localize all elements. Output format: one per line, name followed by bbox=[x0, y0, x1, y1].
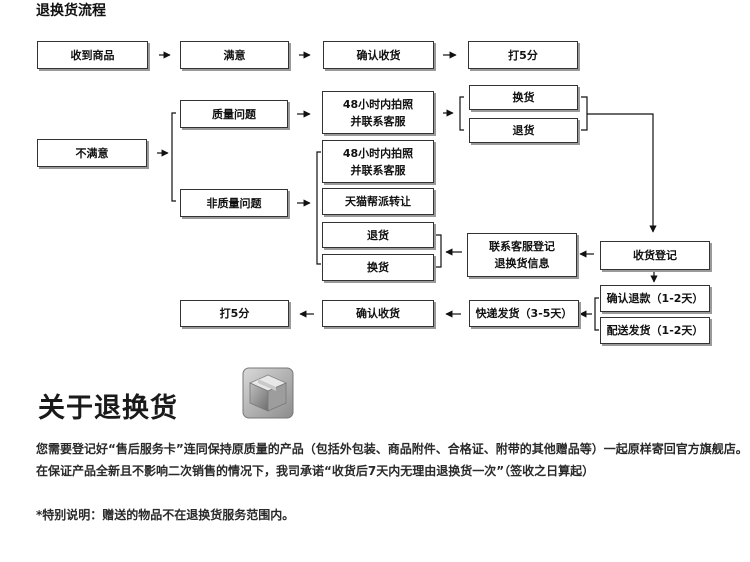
arrow bbox=[587, 113, 657, 233]
about-paragraph: 您需要登记好“售后服务卡”连同保持原质量的产品（包括外包装、商品附件、合格证、附… bbox=[36, 442, 748, 478]
package-box-icon bbox=[240, 365, 296, 425]
bracket bbox=[171, 112, 176, 202]
bracket bbox=[581, 96, 588, 131]
bracket bbox=[435, 234, 442, 268]
satisfied-box: 满意 bbox=[180, 41, 289, 69]
nonquality-issue-box: 非质量问题 bbox=[180, 189, 288, 217]
express-ship-box: 快递发货（3-5天） bbox=[469, 300, 579, 327]
photo-contact-line2: 并联系客服 bbox=[350, 114, 406, 128]
receipt-register-box: 收货登记 bbox=[600, 241, 710, 270]
register-info-line2: 退换货信息 bbox=[494, 257, 550, 270]
return-box: 退货 bbox=[469, 118, 578, 143]
confirm-receipt-box: 确认收货 bbox=[323, 41, 434, 69]
exchange-box: 换货 bbox=[322, 254, 434, 281]
ship-out-box: 配送发货（1-2天） bbox=[600, 317, 710, 344]
confirm-receipt-box: 确认收货 bbox=[322, 300, 434, 327]
tmall-transfer-box: 天猫帮派转让 bbox=[322, 188, 434, 215]
rate-five-box: 打5分 bbox=[468, 41, 578, 69]
bracket bbox=[316, 151, 321, 265]
about-heading: 关于退换货 bbox=[38, 393, 178, 424]
register-info-box: 联系客服登记 退换货信息 bbox=[467, 233, 577, 277]
photo-contact-box: 48小时内拍照 并联系客服 bbox=[322, 91, 434, 134]
exchange-box: 换货 bbox=[469, 85, 578, 110]
special-note: *特别说明：赠送的物品不在退换货服务范围内。 bbox=[36, 508, 295, 522]
confirm-refund-box: 确认退款（1-2天） bbox=[600, 285, 710, 312]
rate-five-box: 打5分 bbox=[180, 300, 289, 327]
photo-contact-line2: 并联系客服 bbox=[350, 163, 406, 177]
quality-issue-box: 质量问题 bbox=[180, 100, 288, 128]
bracket bbox=[594, 297, 599, 331]
unsatisfied-box: 不满意 bbox=[37, 139, 147, 167]
photo-contact-box: 48小时内拍照 并联系客服 bbox=[322, 140, 434, 183]
photo-contact-line1: 48小时内拍照 bbox=[342, 97, 414, 111]
page-title: 退换货流程 bbox=[36, 3, 106, 19]
return-box: 退货 bbox=[322, 222, 434, 248]
register-info-line1: 联系客服登记 bbox=[489, 240, 555, 253]
photo-contact-line1: 48小时内拍照 bbox=[342, 146, 414, 160]
bracket bbox=[459, 96, 464, 131]
received-box: 收到商品 bbox=[37, 41, 148, 69]
